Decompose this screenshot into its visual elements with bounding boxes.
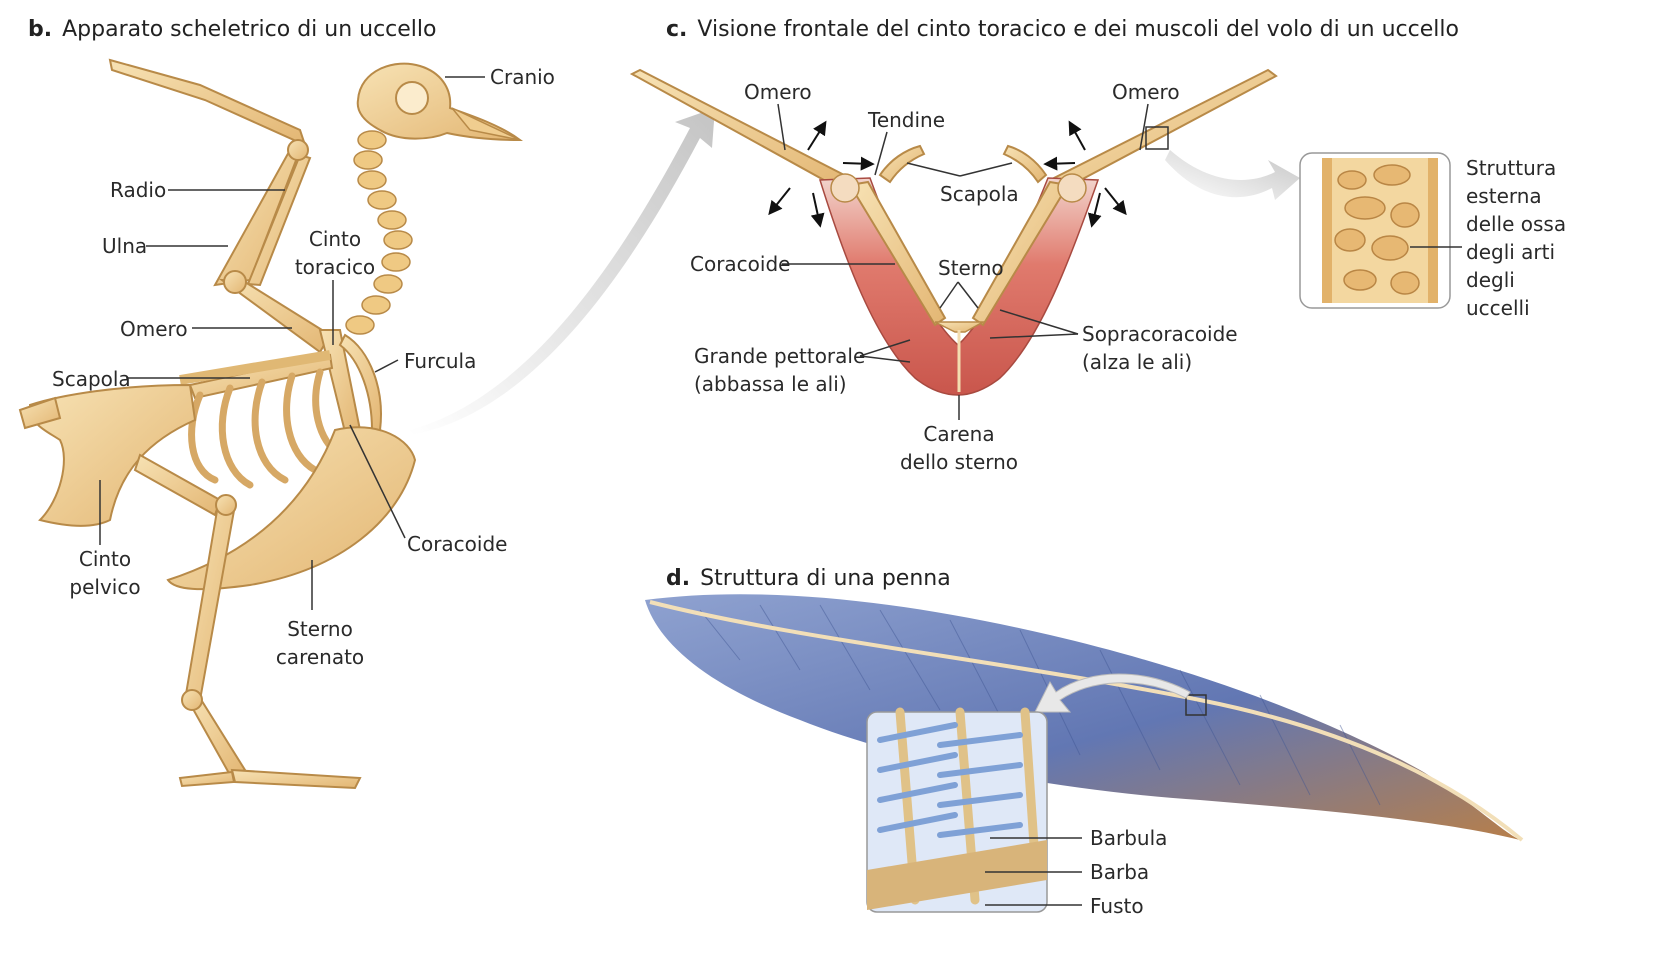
label-sopracoracoide-line2: (alza le ali) [1082,350,1193,374]
label-sopracoracoide-line1: Sopracoracoide [1082,322,1238,346]
spine-shape [179,350,331,385]
feather [645,594,1524,842]
panel-d-title: d. Struttura di una penna [666,564,951,594]
label-omero-right: Omero [1112,80,1180,104]
skull-shape [356,62,524,142]
label-cinto-toracico-line1: Cinto [308,227,362,251]
label-bone-structure-line2: esterna [1466,184,1542,208]
label-bone-structure-line3: delle ossa [1466,212,1567,236]
label-omero: Omero [120,317,188,341]
label-fusto: Fusto [1090,894,1144,918]
keeled-sternum-shape [166,426,417,591]
leg-bones [133,453,362,790]
label-sterno: Sterno [938,256,1004,280]
wing-bones [108,58,332,354]
neck-vertebrae [345,130,413,335]
ribcage [188,368,344,489]
label-bone-structure-line1: Struttura [1466,156,1557,180]
label-grande-pettorale-line1: Grande pettorale [694,344,866,368]
bird-skeleton [18,58,524,790]
label-bone-structure-line4: degli arti [1466,240,1556,264]
label-cinto-pelvico-line2: pelvico [69,575,141,599]
label-carena-line2: dello sterno [899,450,1019,474]
label-cranio: Cranio [490,65,555,89]
label-omero-left: Omero [744,80,812,104]
panel-d-letter: d. [666,566,691,591]
panel-c-title: c. Visione frontale del cinto toracico e … [666,15,1459,45]
label-cinto-toracico: Cinto toracico [290,225,380,281]
thoracic-girdle [629,68,1278,396]
panel-b-title-text: Apparato scheletrico di un uccello [62,17,437,42]
label-sterno-carenato-line1: Sterno [287,617,353,641]
motion-arrows [768,120,1127,228]
label-bone-structure: Struttura esterna delle ossa degli arti … [1466,154,1566,322]
label-barbula: Barbula [1090,826,1168,850]
label-sopracoracoide: Sopracoracoide (alza le ali) [1082,320,1238,376]
panel-b-title: b. Apparato scheletrico di un uccello [28,15,437,45]
label-scapola-c: Scapola [940,182,1019,206]
bone-zoom-square [1145,126,1169,150]
label-bone-structure-line5: degli [1466,268,1515,292]
label-barba: Barba [1090,860,1150,884]
label-cinto-pelvico-line1: Cinto [78,547,132,571]
label-tendine: Tendine [868,108,946,132]
zoom-arrow-feather [1034,673,1191,713]
panel-d-title-text: Struttura di una penna [700,566,951,591]
zoom-arrow-bone [1165,150,1300,200]
panel-c-letter: c. [666,17,688,42]
label-scapola: Scapola [52,367,131,391]
bone-structure-inset [1299,152,1451,309]
label-grande-pettorale: Grande pettorale (abbassa le ali) [694,342,865,398]
label-carena: Carena dello sterno [899,420,1019,476]
label-cinto-toracico-line2: toracico [294,255,376,279]
label-ulna: Ulna [102,234,148,258]
panel-b-letter: b. [28,17,53,42]
panel-c-title-text: Visione frontale del cinto toracico e de… [697,17,1459,42]
label-sterno-carenato: Sterno carenato [275,615,365,671]
label-radio: Radio [110,178,167,202]
feather-leader-lines [985,837,1082,906]
label-coracoide: Coracoide [407,532,508,556]
feather-structure-inset [866,707,1048,913]
skeleton-leader-lines [99,76,485,610]
zoom-arrow-b-to-c [410,108,715,435]
girdle-leader-lines [777,103,1149,420]
pelvis-and-tail [18,383,197,527]
label-sterno-carenato-line2: carenato [275,645,365,669]
label-grande-pettorale-line2: (abbassa le ali) [694,372,847,396]
label-coracoide-c: Coracoide [690,252,791,276]
label-carena-line1: Carena [923,422,995,446]
label-bone-structure-line6: uccelli [1466,296,1530,320]
label-cinto-pelvico: Cinto pelvico [60,545,150,601]
feather-zoom-square [1185,694,1207,716]
label-furcula: Furcula [404,349,477,373]
